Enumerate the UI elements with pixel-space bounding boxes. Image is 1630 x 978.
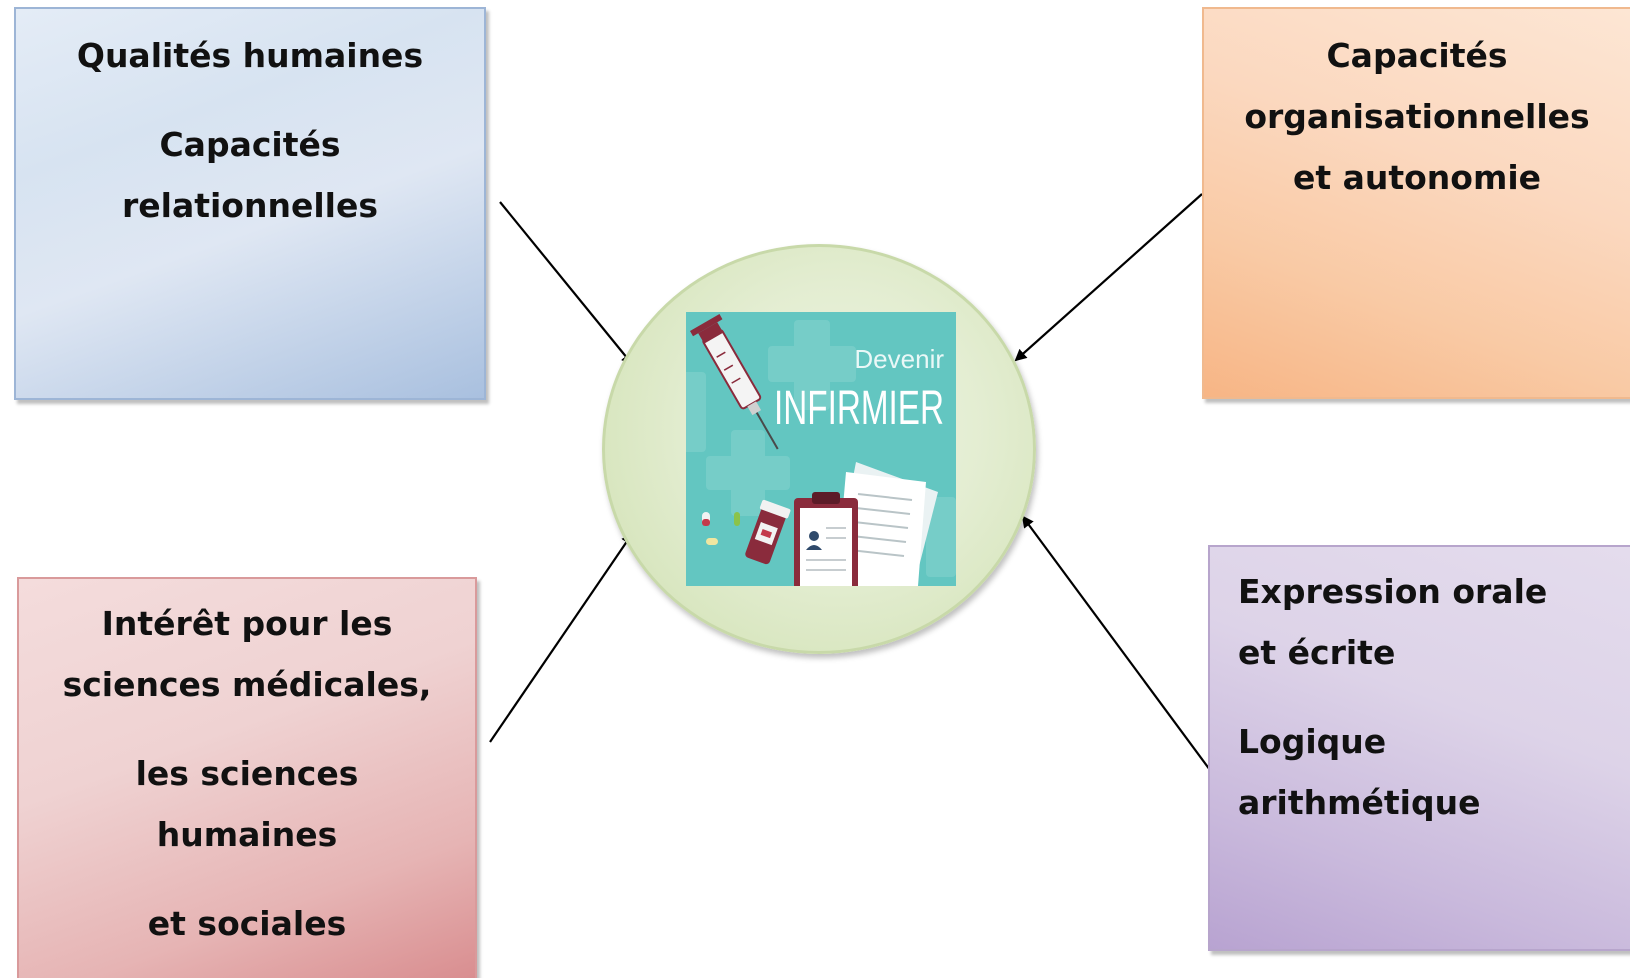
box-capacites-organisationnelles: Capacités organisationnelles et autonomi… xyxy=(1202,7,1630,399)
box-qualites-humaines: Qualités humaines Capacités relationnell… xyxy=(14,7,486,400)
image-caption-small: Devenir xyxy=(854,344,944,374)
vial-icon xyxy=(745,499,791,565)
arrow-top-left xyxy=(499,201,634,366)
box-line: relationnelles xyxy=(121,186,378,225)
arrow-bottom-right xyxy=(1021,515,1211,771)
box-line: Logique xyxy=(1238,722,1387,761)
box-expression-logique: Expression orale et écrite Logique arith… xyxy=(1208,545,1630,951)
box-line: arithmétique xyxy=(1238,783,1481,822)
pills-icon xyxy=(702,512,740,545)
box-line: les sciences xyxy=(135,754,359,793)
box-line: humaines xyxy=(156,815,338,854)
box-line: Intérêt pour les xyxy=(101,604,393,643)
box-line: et sociales xyxy=(147,904,347,943)
documents-icon xyxy=(832,462,938,586)
box-line: Qualités humaines xyxy=(76,36,424,75)
box-line: Capacités xyxy=(159,125,341,164)
clipboard-icon xyxy=(794,492,858,586)
arrow-top-right xyxy=(1014,193,1203,362)
box-line: organisationnelles xyxy=(1244,97,1590,136)
devenir-infirmier-illustration: Devenir INFIRMIER xyxy=(686,312,956,586)
box-line: Expression orale xyxy=(1238,572,1548,611)
box-line: et écrite xyxy=(1238,633,1396,672)
box-line: Capacités xyxy=(1326,36,1508,75)
box-line: sciences médicales, xyxy=(62,665,432,704)
box-line: et autonomie xyxy=(1292,158,1542,197)
image-caption-large: INFIRMIER xyxy=(774,382,944,435)
syringe-icon xyxy=(690,314,779,450)
box-interet-sciences: Intérêt pour les sciences médicales, les… xyxy=(17,577,477,978)
arrow-bottom-left xyxy=(489,532,634,743)
